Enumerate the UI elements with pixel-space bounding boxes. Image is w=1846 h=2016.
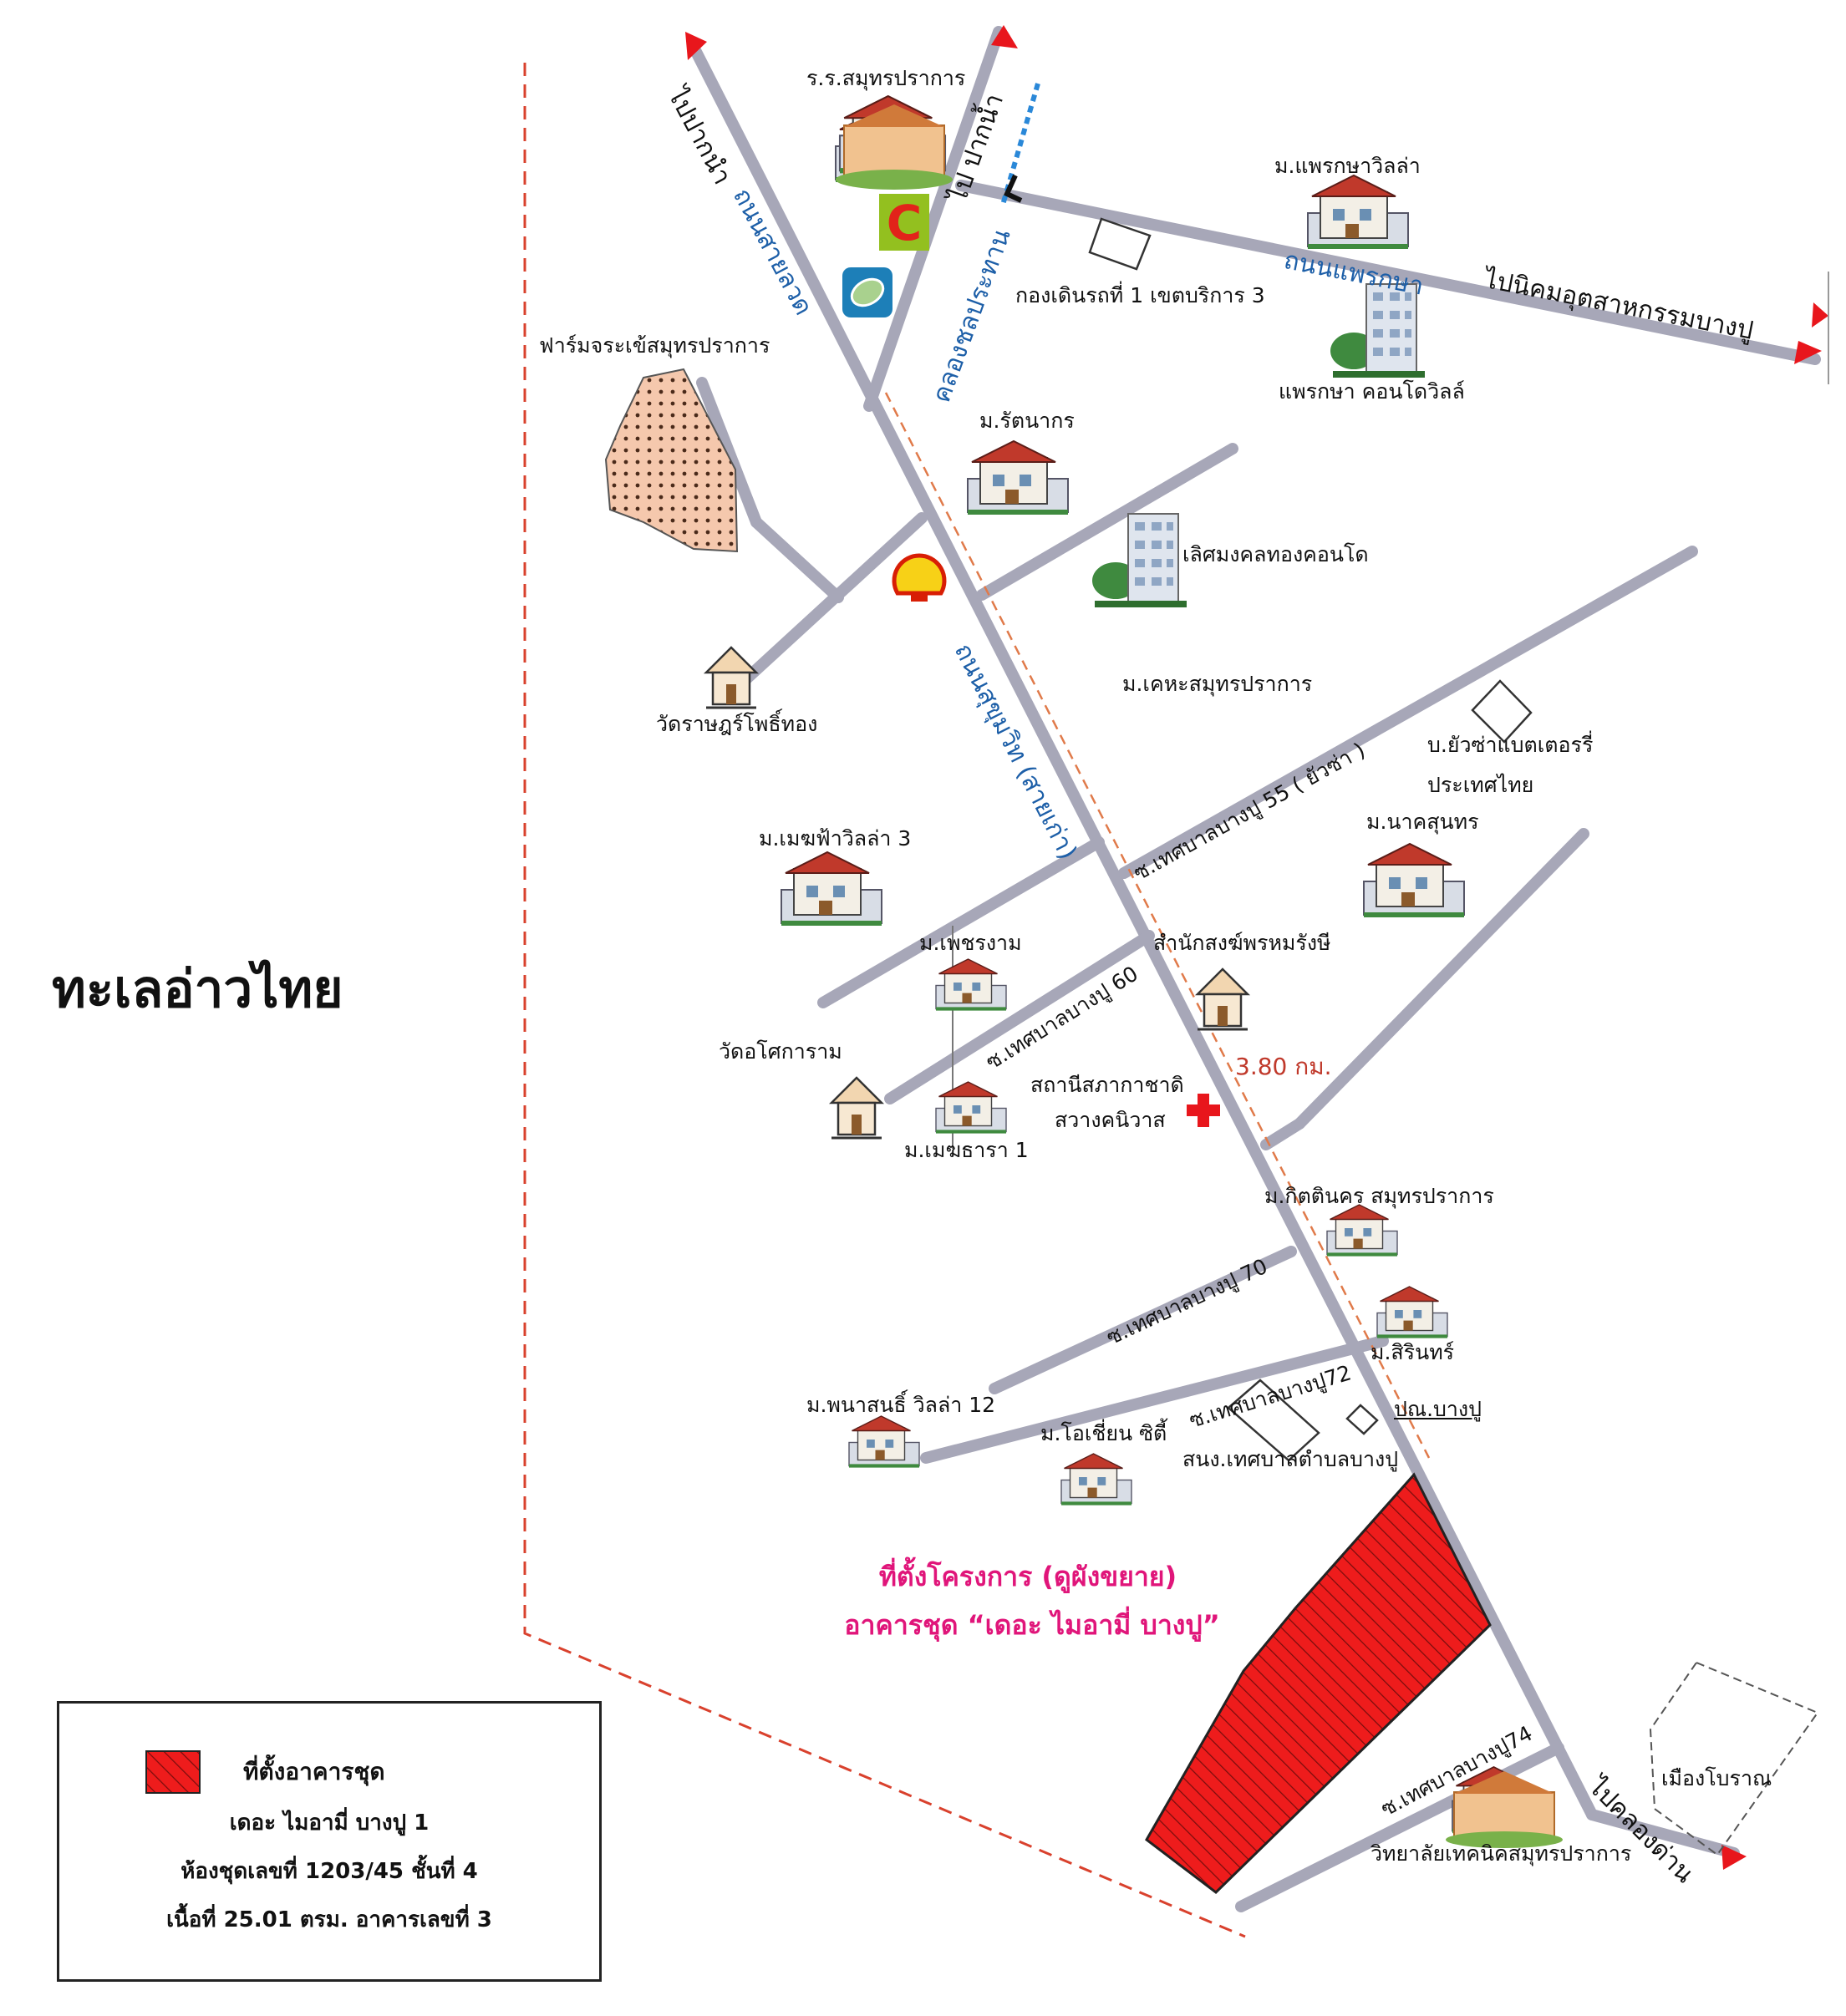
label-phanasan: ม.พนาสนธิ์ วิลล่า 12: [806, 1393, 996, 1417]
label-phetngam: ม.เพชรงาม: [919, 931, 1022, 955]
road-soi70: [989, 1246, 1297, 1394]
label-yuasa-1: บ.ยัวซ่าแบตเตอรรี่: [1427, 733, 1594, 757]
school-building-icon: [836, 104, 953, 190]
shell-logo-icon: [892, 553, 947, 602]
label-tech-college: วิทยาลัยเทคนิคสมุทรปราการ: [1371, 1841, 1632, 1866]
legend-title: ที่ตั้งอาคารชุด: [243, 1758, 385, 1785]
project-title: ที่ตั้งโครงการ (ดูผังขยาย): [878, 1561, 1177, 1592]
arrow-up-left-icon: [685, 32, 707, 60]
label-ocean: ม.โอเชี่ยน ซิตี้: [1040, 1421, 1167, 1445]
label-red-cross-2: สวางคนิวาส: [1055, 1108, 1166, 1132]
yuasa-building: [1471, 679, 1533, 744]
label-praeksa-villa: ม.แพรกษาวิลล่า: [1274, 154, 1421, 178]
canal-line: [1000, 83, 1040, 206]
tech-college-icon: [1446, 1771, 1563, 1848]
road-suk-end: [1586, 1809, 1740, 1859]
legend-line2: เดอะ ไมอามี่ บางปู 1: [229, 1810, 430, 1836]
road-farm-2: [750, 516, 844, 603]
svg-text:C: C: [887, 195, 923, 251]
legend-line3: ห้องชุดเลขที่ 1203/45 ชั้นที่ 4: [181, 1859, 478, 1884]
municipal-building: [1227, 1379, 1320, 1462]
road-soi55: [1118, 546, 1698, 879]
temple-icon: [704, 646, 758, 709]
label-wat-asok: วัดอโศการาม: [719, 1039, 842, 1064]
label-school: ร.ร.สมุทรปราการ: [806, 66, 966, 90]
house-icon: [1060, 1453, 1132, 1506]
label-military: กองเดินรถที่ 1 เขตบริการ 3: [1015, 283, 1265, 307]
label-yuasa-2: ประเทศไทย: [1427, 773, 1534, 797]
sea-label: ทะเลอ่าวไทย: [52, 958, 343, 1019]
legend-line4: เนื้อที่ 25.01 ตรม. อาคารเลขที่ 3: [166, 1907, 492, 1932]
label-crocodile-farm: ฟาร์มจระเข้สมุทรปราการ: [539, 333, 770, 358]
military-building: [1088, 217, 1152, 271]
legend-swatch: [145, 1750, 201, 1794]
house-icon: [848, 1415, 920, 1469]
label-mekthara: ม.เมฆธารา 1: [904, 1138, 1029, 1162]
label-samnak: สำนักสงฆ์พรหมรังษี: [1153, 931, 1331, 955]
road-wat: [734, 512, 928, 691]
project-area: [1145, 1472, 1492, 1894]
temple-icon: [1196, 967, 1249, 1031]
label-red-cross-1: สถานีสภากาชาดิ: [1030, 1073, 1184, 1097]
road-canal-road: [863, 26, 1004, 412]
bigc-logo-icon: C: [879, 194, 929, 251]
direction-arrows: [685, 25, 1828, 1870]
house-icon: [935, 1081, 1007, 1135]
house-icon: [1363, 843, 1465, 918]
arrow-down-right-icon: [1721, 1845, 1747, 1870]
label-lertmongkol: เลิศมงคลทองคอนโด: [1182, 542, 1369, 566]
temple-icon: [830, 1076, 883, 1140]
label-mekfa: ม.เมฆฟ้าวิลล่า 3: [759, 826, 912, 851]
house-icon: [935, 958, 1007, 1012]
coastline: [523, 63, 1246, 1938]
building-outlines: [1088, 217, 1533, 1462]
project-subtitle: อาคารชุด “เดอะ ไมอามี่ บางปู”: [844, 1609, 1220, 1641]
post-building: [1345, 1404, 1379, 1435]
label-sirin: ม.สิรินทร์: [1371, 1340, 1455, 1364]
road-nak: [1260, 1118, 1305, 1150]
road-rattanakorn: [976, 443, 1238, 601]
canal-marker-icon: [1004, 174, 1023, 203]
road-farm: [696, 377, 762, 528]
house-icon: [1326, 1204, 1398, 1257]
ancient-city-area: [1649, 1661, 1819, 1856]
label-post: ปณ.บางปู: [1394, 1397, 1482, 1421]
crocodile-farm-area: [604, 368, 739, 553]
label-wat-ratpothong: วัดราษฎร์โพธิ์ทอง: [656, 712, 818, 736]
label-rattanakorn: ม.รัตนากร: [979, 409, 1075, 433]
house-icon: [1307, 175, 1409, 250]
bank-logo-icon: [842, 267, 892, 317]
road-praeksa: [955, 180, 1821, 365]
distance-label: 3.80 กม.: [1235, 1053, 1332, 1080]
arrow-right-top-icon: [1812, 302, 1828, 328]
house-icon: [967, 440, 1069, 515]
house-icon: [1376, 1286, 1448, 1339]
road-soi60: [884, 930, 1155, 1104]
label-naksunthon: ม.นาคสุนทร: [1366, 810, 1479, 834]
legend-box: ที่ตั้งอาคารชุด เดอะ ไมอามี่ บางปู 1 ห้อ…: [57, 1701, 602, 1982]
road-soi72: [920, 1335, 1389, 1464]
road-mekfa: [817, 836, 1105, 1008]
red-cross-icon: [1187, 1094, 1220, 1127]
roads: [690, 26, 1821, 1912]
road-nak-2: [1294, 828, 1589, 1130]
label-kheha: ม.เคหะสมุทรปราการ: [1122, 672, 1313, 696]
label-municipal: สนง.เทศบาลตำบลบางปู: [1182, 1447, 1399, 1471]
house-icon: [781, 851, 882, 927]
label-praeksa-condo: แพรกษา คอนโดวิลล์: [1279, 379, 1465, 404]
arrow-up-right-icon: [991, 25, 1018, 48]
label-ancient-city: เมืองโบราณ: [1661, 1766, 1772, 1790]
arrow-right-icon: [1794, 341, 1822, 364]
label-kittinakorn: ม.กิตตินคร สมุทรปราการ: [1264, 1184, 1494, 1208]
